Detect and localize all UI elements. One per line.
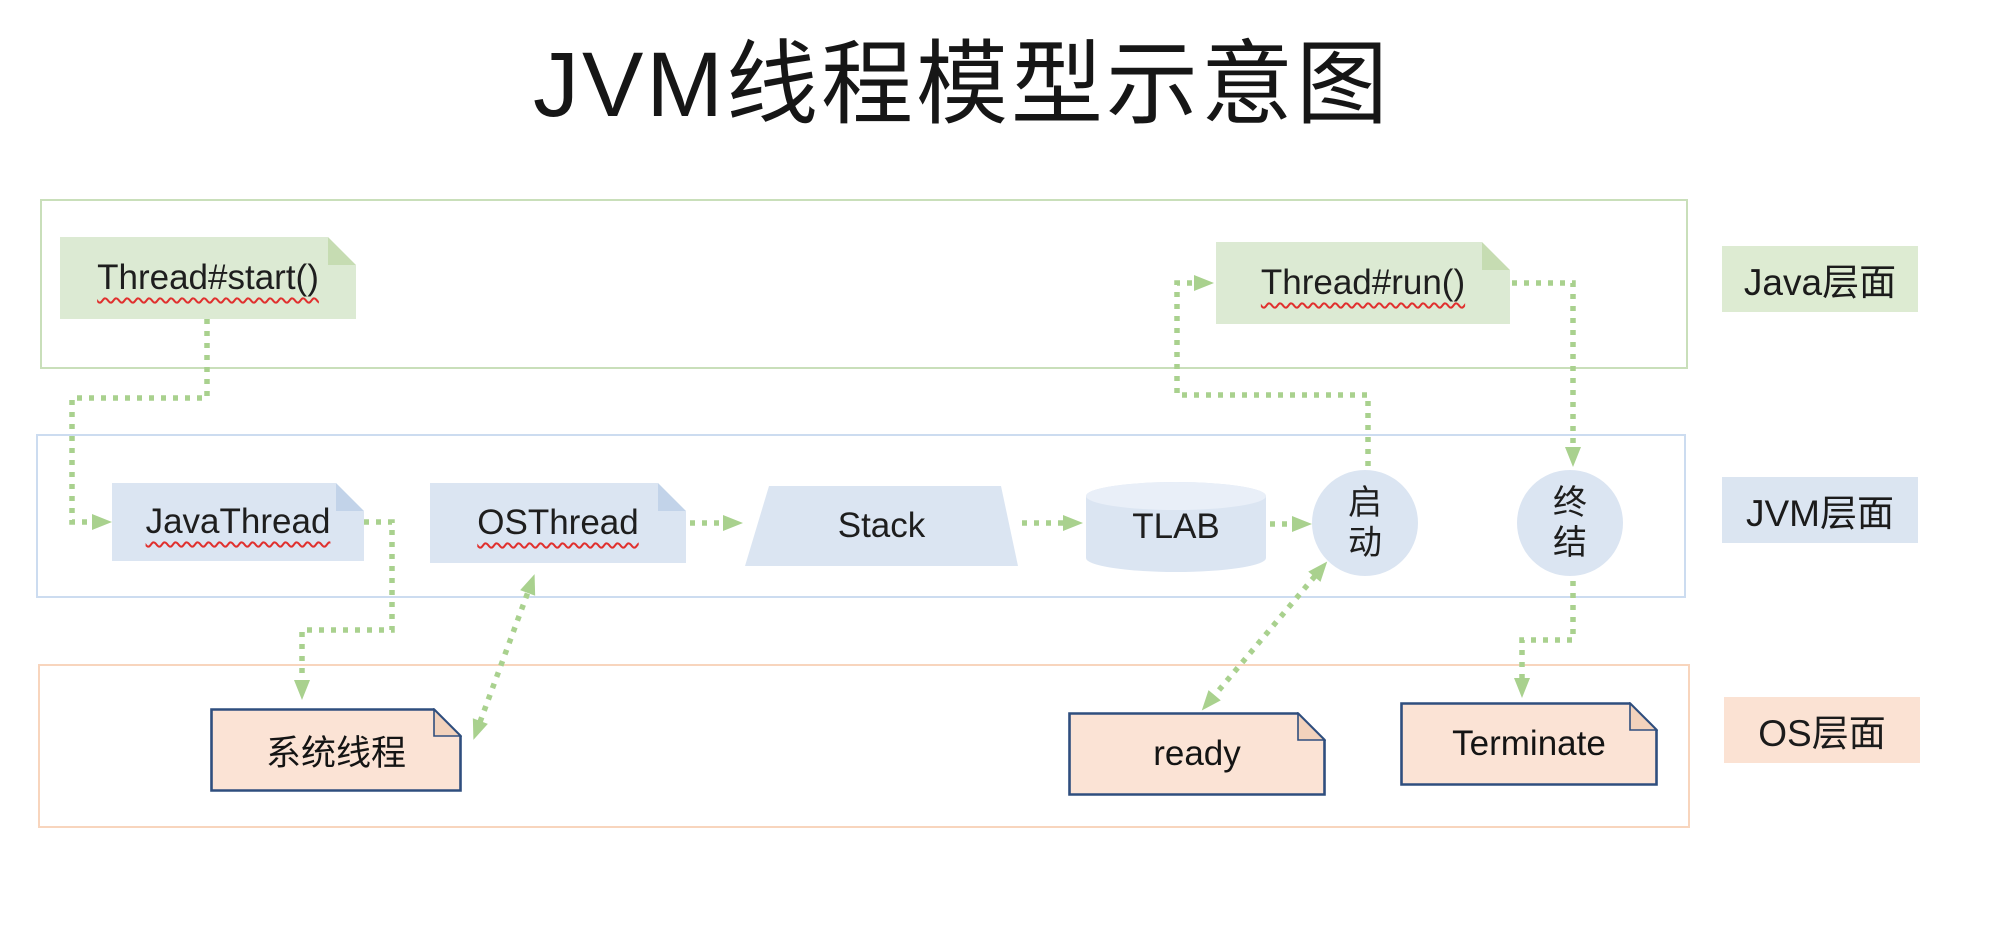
node-thread-start: Thread#start() — [60, 237, 356, 319]
node-stack: Stack — [745, 486, 1018, 566]
node-tlab: TLAB — [1086, 482, 1266, 572]
java-thread-label: JavaThread — [145, 502, 331, 541]
tlab-label: TLAB — [1132, 507, 1220, 546]
stack-label: Stack — [837, 506, 926, 545]
ready-label: ready — [1153, 734, 1241, 773]
folded-tag-shape-icon — [1068, 712, 1326, 796]
node-finish-circle: 终结 — [1517, 470, 1623, 576]
cylinder-shape-icon — [1086, 482, 1266, 572]
node-ready: ready — [1068, 712, 1326, 796]
node-launch-circle: 启动 — [1312, 470, 1418, 576]
node-java-thread: JavaThread — [112, 483, 364, 561]
jvm-layer-label: JVM层面 — [1722, 477, 1918, 543]
os-layer-label: OS层面 — [1724, 697, 1920, 763]
folded-tag-shape-icon — [210, 708, 462, 792]
os-thread-label: OSThread — [477, 503, 639, 542]
launch-label: 启动 — [1347, 483, 1382, 562]
node-terminate: Terminate — [1400, 702, 1658, 786]
thread-start-label: Thread#start() — [97, 258, 319, 297]
finish-label: 终结 — [1552, 483, 1587, 562]
folded-tag-shape-icon — [1400, 702, 1658, 786]
java-layer-label: Java层面 — [1722, 246, 1918, 312]
page-title: JVM线程模型示意图 — [532, 34, 1391, 136]
thread-run-label: Thread#run() — [1260, 263, 1466, 302]
node-system-thread: 系统线程 — [210, 708, 462, 792]
node-os-thread: OSThread — [430, 483, 686, 563]
terminate-label: Terminate — [1452, 724, 1606, 763]
node-thread-run: Thread#run() — [1216, 242, 1510, 324]
system-thread-label: 系统线程 — [265, 733, 406, 773]
